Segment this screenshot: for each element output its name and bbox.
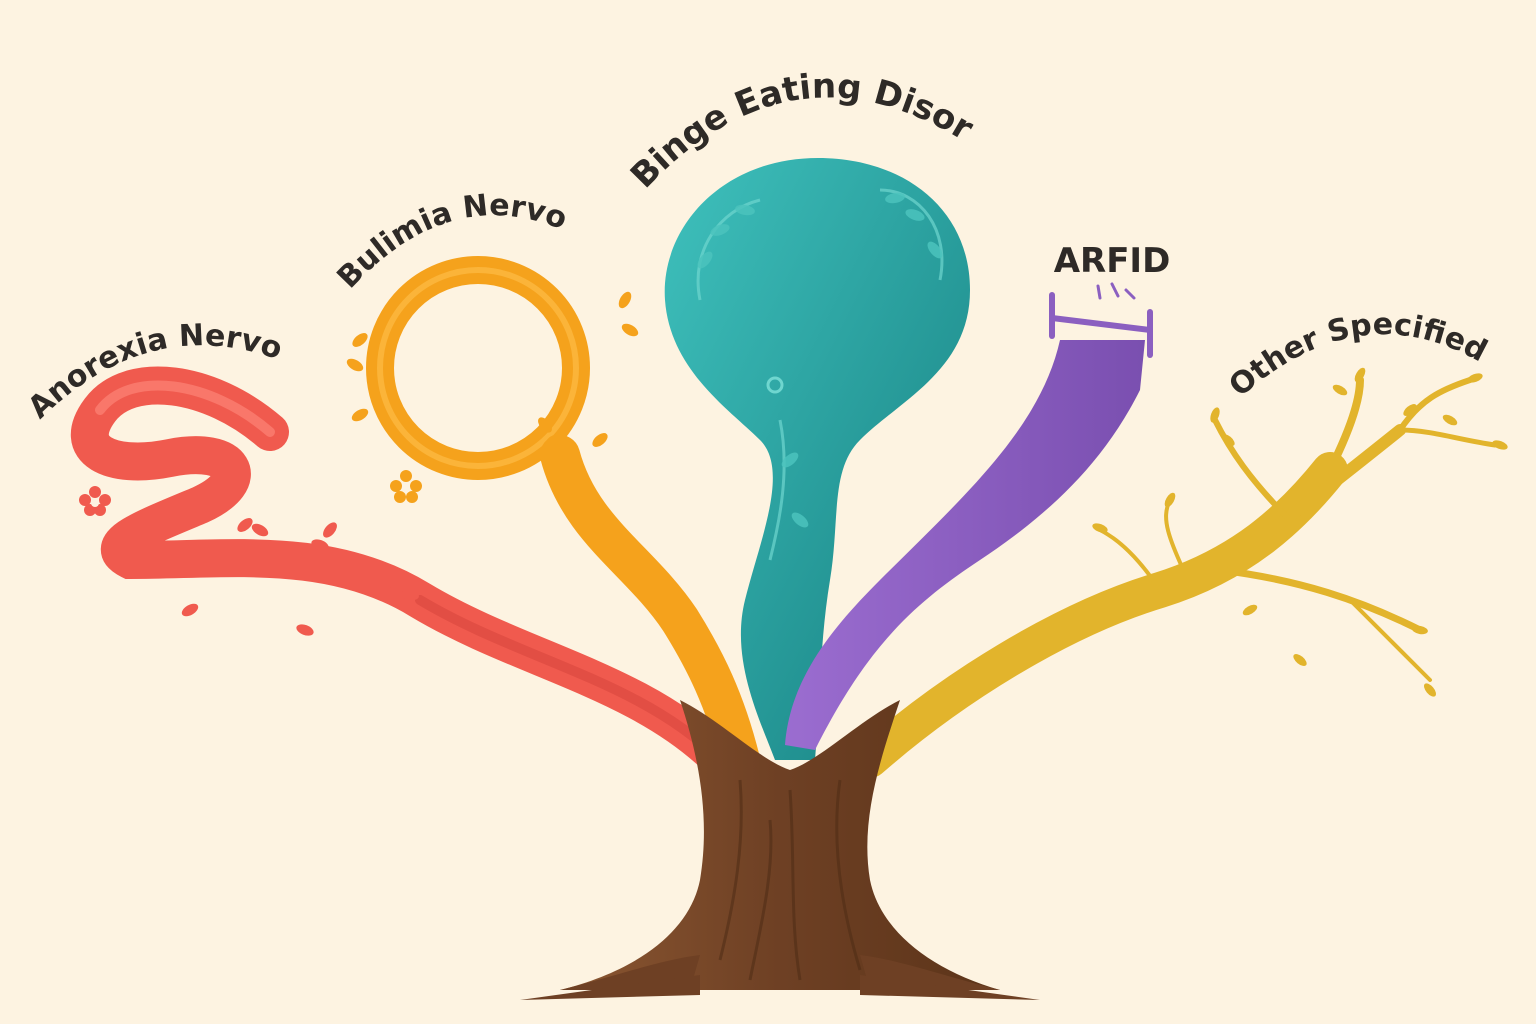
flower-icon: [390, 470, 422, 503]
bulimia-leaves-icon: [346, 291, 639, 447]
other-main-branch: [852, 452, 1348, 778]
other-leaves-icon: [1092, 367, 1508, 697]
label-bulimia: Bulimia Nervosa: [0, 0, 572, 295]
twigs-icon: [1098, 376, 1498, 682]
vine-icon: [696, 188, 944, 561]
branch-anorexia: [70, 366, 739, 779]
arfid-strap: [785, 340, 1145, 750]
branch-binge: [664, 158, 970, 760]
branch-bulimia: [346, 256, 760, 780]
roots-icon: [520, 955, 1040, 1000]
anorexia-leaves-icon: [181, 518, 419, 636]
branch-arfid: [785, 282, 1153, 750]
binge-balloon: [664, 158, 970, 760]
flower-icon: [79, 486, 111, 516]
motion-lines-icon: [1096, 282, 1136, 300]
tree-trunk: [520, 700, 1040, 1000]
branch-other: [852, 367, 1508, 778]
label-anorexia: Anorexia Nervosa: [0, 0, 286, 426]
label-arfid: ARFID: [1054, 241, 1171, 281]
clamp-icon: [1049, 292, 1153, 358]
bulimia-stem: [540, 435, 760, 780]
